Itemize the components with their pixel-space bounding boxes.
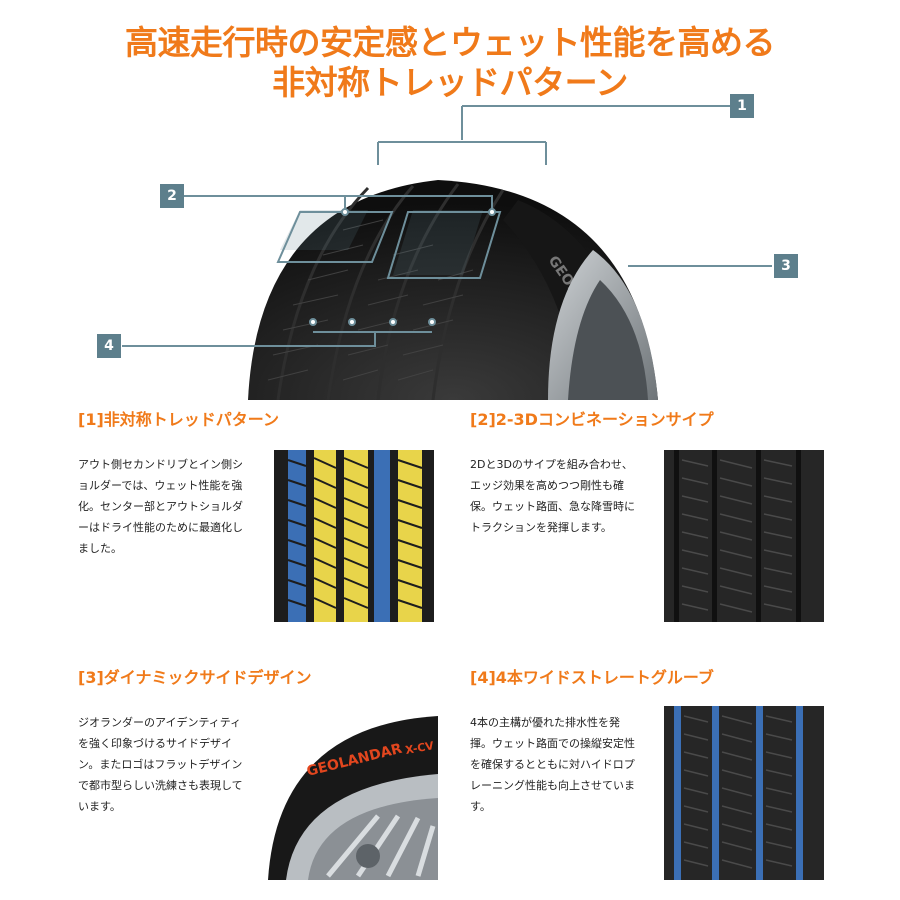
section-body-dynamic-side-design: ジオランダーのアイデンティティ を強く印象づけるサイドデザイ ン。またロゴはフラ… [78,716,243,813]
svg-text:X-CV: X-CV [404,739,435,757]
tread-sipe-image [664,450,824,622]
headline-line-2: 非対称トレッドパターン [272,63,628,102]
section-body-combination-sipe: 2Dと3Dのサイプを組み合わせ、 エッジ効果を高めつつ剛性も確 保。ウェット路面… [470,458,635,534]
section-title-combination-sipe: [2]2-3Dコンビネーションサイプ [470,410,714,429]
section-body-asymmetric-tread: アウト側セカンドリブとイン側シ ョルダーでは、ウェット性能を強 化。センター部と… [78,458,243,555]
section-title-asymmetric-tread: [1]非対称トレッドパターン [78,410,279,429]
section-title-wide-straight-groove: [4]4本ワイドストレートグルーブ [470,668,714,687]
hero-tire-image: GEOLANDAR X-CV [248,180,668,400]
callout-badge-3: 3 [774,254,798,278]
section-body-wide-straight-groove: 4本の主構が優れた排水性を発 揮。ウェット路面での操縦安定性 を確保するとともに… [470,716,635,813]
section-title-dynamic-side-design: [3]ダイナミックサイドデザイン [78,668,312,687]
callout-badge-2: 2 [160,184,184,208]
headline-line-1: 高速走行時の安定感とウェット性能を高める [125,23,776,62]
sidewall-image: GEOLANDAR X-CV [268,706,438,880]
callout-badge-4: 4 [97,334,121,358]
tread-groove-image [664,706,824,880]
tread-colored-image [274,450,434,622]
callout-badge-1: 1 [730,94,754,118]
